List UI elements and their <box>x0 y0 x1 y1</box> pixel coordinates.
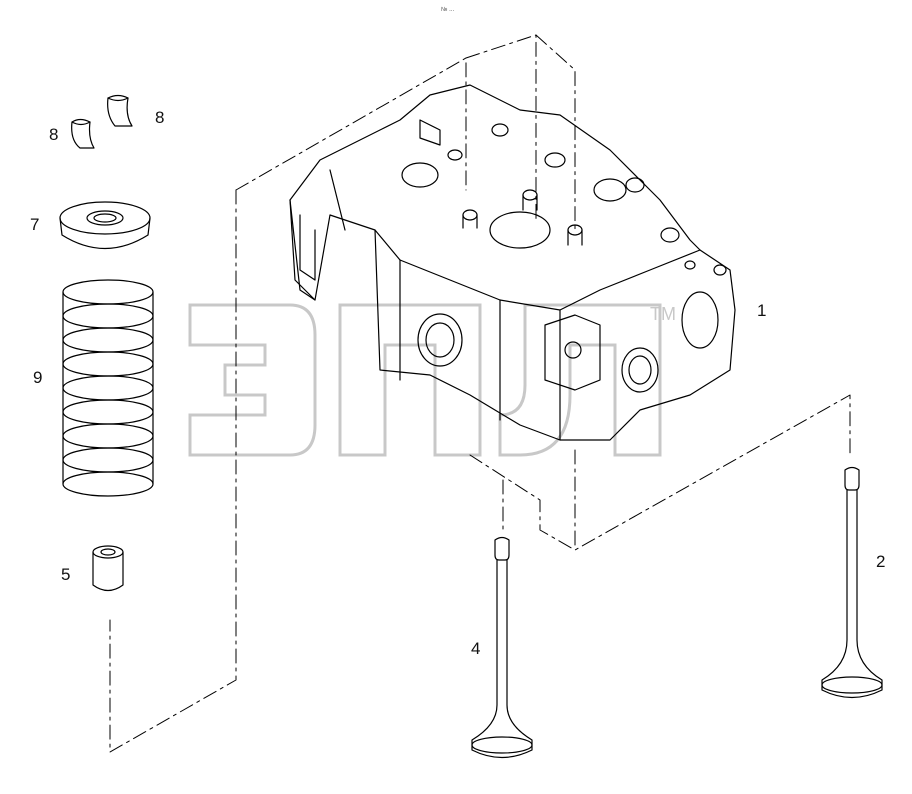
valve-keeper-part-8a <box>71 118 95 149</box>
callout-2: 2 <box>876 552 886 571</box>
valve-part-2 <box>821 466 883 699</box>
assembly-guide-lines <box>109 34 851 753</box>
valve-part-4 <box>471 536 533 759</box>
valve-spring-part-9 <box>62 279 154 497</box>
cylinder-head-part-1 <box>289 84 736 441</box>
callout-9: 9 <box>33 368 43 387</box>
valve-keeper-part-8b <box>107 94 133 127</box>
callout-8b: 8 <box>155 108 165 127</box>
valve-seal-part-5 <box>92 545 124 592</box>
callout-4: 4 <box>471 639 481 658</box>
callout-7: 7 <box>30 215 40 234</box>
corner-mark: № ... <box>441 7 455 13</box>
callout-1: 1 <box>757 301 767 320</box>
spring-retainer-part-7 <box>59 201 151 250</box>
callout-5: 5 <box>61 565 71 584</box>
callout-8a: 8 <box>49 125 59 144</box>
